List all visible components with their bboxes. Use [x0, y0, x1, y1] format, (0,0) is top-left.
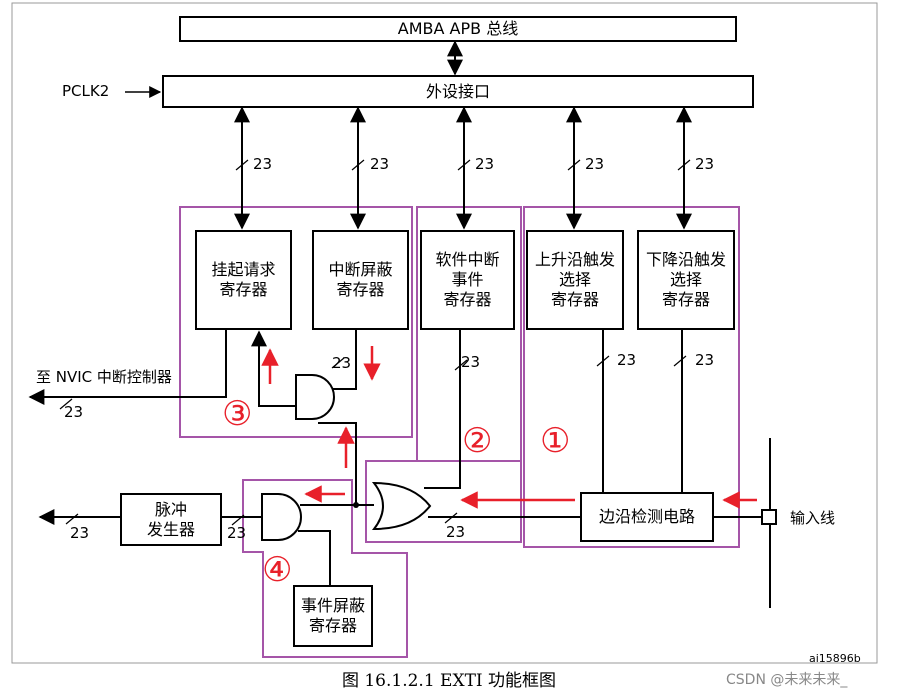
figure-frame	[11, 2, 878, 664]
software-interrupt-register-label: 软件中断 事件 寄存器	[435, 250, 500, 309]
edge-detect-circuit-label: 边沿检测电路	[598, 507, 695, 526]
bus-width-label: 23	[585, 155, 605, 173]
pending-register-label: 挂起请求 寄存器	[211, 260, 276, 299]
bus-width-label: 23	[227, 524, 247, 542]
watermark: CSDN @未来未来_	[726, 672, 848, 688]
apb-bus-label: AMBA APB 总线	[397, 19, 519, 38]
bus-width-label: 23	[64, 403, 84, 421]
rising-trigger-register-label: 上升沿触发 选择 寄存器	[534, 250, 615, 309]
peripheral-interface-box: 外设接口	[162, 75, 754, 108]
bus-width-label: 23	[695, 351, 715, 369]
marker-1: ①	[540, 421, 571, 461]
bus-width-label: 23	[253, 155, 273, 173]
interrupt-mask-register: 中断屏蔽 寄存器	[312, 230, 409, 330]
figure-caption: 图 16.1.2.1 EXTI 功能框图	[341, 671, 557, 691]
and-gate-interrupt	[295, 374, 335, 420]
figure-id: ai15896b	[809, 652, 861, 665]
bus-width-label: 23	[475, 155, 495, 173]
bus-width-label: 23	[332, 354, 352, 372]
marker-4: ④	[262, 550, 293, 590]
event-mask-register: 事件屏蔽 寄存器	[293, 585, 373, 647]
pending-register: 挂起请求 寄存器	[195, 230, 292, 330]
falling-trigger-register: 下降沿触发 选择 寄存器	[637, 230, 735, 330]
bus-width-label: 23	[446, 523, 466, 541]
rising-trigger-register: 上升沿触发 选择 寄存器	[526, 230, 624, 330]
region-3	[179, 206, 413, 438]
pclk2-label: PCLK2	[62, 82, 110, 100]
bus-width-label: 23	[617, 351, 637, 369]
bus-width-label: 23	[370, 155, 390, 173]
event-mask-register-label: 事件屏蔽 寄存器	[300, 596, 365, 635]
falling-trigger-register-label: 下降沿触发 选择 寄存器	[645, 250, 726, 309]
bus-width-label: 23	[461, 353, 481, 371]
marker-2: ②	[462, 421, 493, 461]
nvic-label: 至 NVIC 中断控制器	[36, 368, 172, 386]
bus-width-label: 23	[695, 155, 715, 173]
or-gate	[371, 481, 432, 531]
software-interrupt-register: 软件中断 事件 寄存器	[420, 230, 515, 330]
peripheral-interface-label: 外设接口	[425, 81, 490, 101]
interrupt-mask-register-label: 中断屏蔽 寄存器	[328, 260, 393, 299]
and-gate-event	[261, 493, 302, 541]
region-2-bottom	[365, 460, 522, 543]
pulse-generator-label: 脉冲 发生器	[146, 499, 195, 539]
pulse-generator: 脉冲 发生器	[120, 493, 222, 546]
apb-bus-box: AMBA APB 总线	[179, 16, 737, 42]
region-1	[523, 206, 740, 548]
marker-3: ③	[222, 394, 253, 434]
input-line-label: 输入线	[790, 509, 836, 527]
bus-width-label: 23	[70, 524, 90, 542]
edge-detect-circuit: 边沿检测电路	[580, 492, 714, 542]
